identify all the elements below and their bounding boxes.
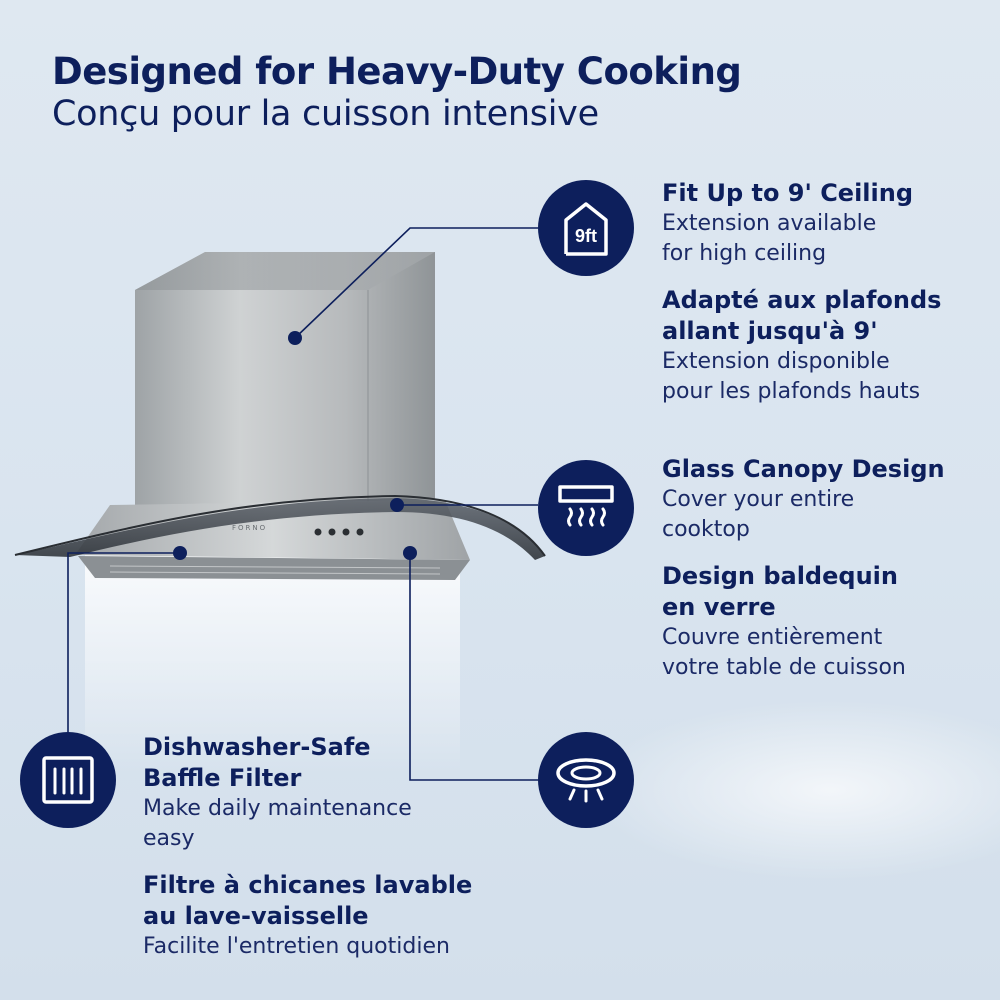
feature-ceiling: Fit Up to 9' Ceiling Extension available… [662, 178, 941, 407]
baffle-filter-icon [42, 756, 94, 804]
feature-filter: Dishwasher-Safe Baffle Filter Make daily… [143, 732, 472, 962]
ceiling-height-badge: 9ft [538, 180, 634, 276]
feature-ceiling-desc-en: Extension available for high ceiling [662, 211, 877, 266]
feature-ceiling-title-fr: Adapté aux plafonds allant jusqu'à 9' [662, 286, 942, 345]
feature-ceiling-title-en: Fit Up to 9' Ceiling [662, 179, 914, 207]
ceiling-light-icon [556, 758, 616, 803]
feature-filter-desc-fr: Facilite l'entretien quotidien [143, 934, 450, 959]
house-9ft-icon: 9ft [564, 202, 608, 256]
filter-badge [20, 732, 116, 828]
page-title: Designed for Heavy-Duty Cooking [52, 50, 742, 93]
light-badge [538, 732, 634, 828]
feature-canopy-desc-fr: Couvre entièrement votre table de cuisso… [662, 625, 906, 680]
page-subtitle: Conçu pour la cuisson intensive [52, 94, 599, 134]
house-9ft-label: 9ft [575, 226, 597, 246]
feature-filter-title-en: Dishwasher-Safe Baffle Filter [143, 733, 371, 792]
feature-ceiling-desc-fr: Extension disponible pour les plafonds h… [662, 349, 921, 404]
canopy-badge [538, 460, 634, 556]
feature-filter-desc-en: Make daily maintenance easy [143, 796, 412, 851]
feature-filter-title-fr: Filtre à chicanes lavable au lave-vaisse… [143, 871, 473, 930]
feature-canopy-title-en: Glass Canopy Design [662, 455, 945, 483]
canopy-airflow-icon [558, 485, 614, 527]
hood-brand-text: FORNO [232, 524, 268, 532]
feature-canopy: Glass Canopy Design Cover your entire co… [662, 454, 945, 683]
feature-canopy-title-fr: Design baldequin en verre [662, 562, 898, 621]
feature-canopy-desc-en: Cover your entire cooktop [662, 487, 855, 542]
